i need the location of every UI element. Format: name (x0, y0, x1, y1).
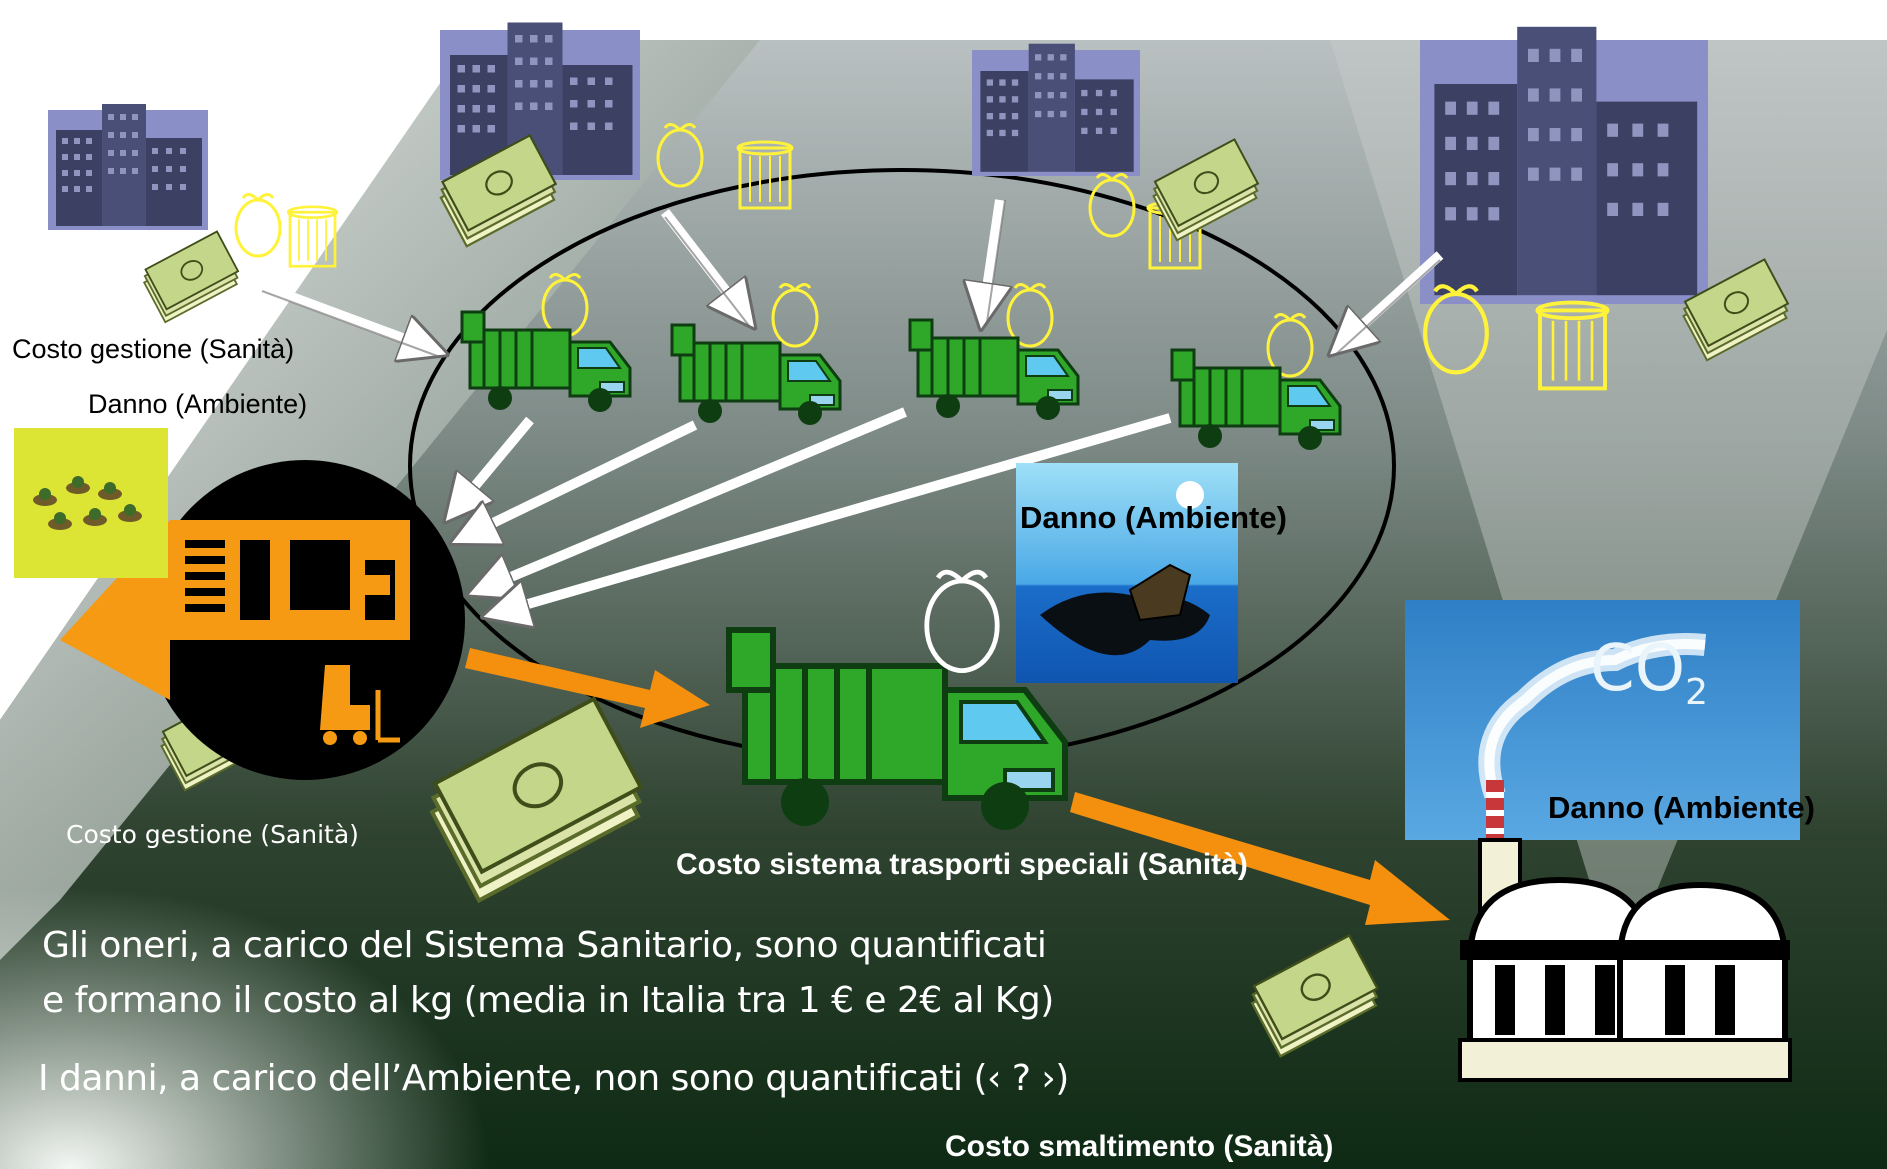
label-danno-ambiente-co2: Danno (Ambiente) (1548, 790, 1815, 825)
label-costo-gestione-top: Costo gestione (Sanità) (12, 334, 295, 364)
hospital-building-icon (1420, 26, 1708, 305)
incinerator-plant-icon (1458, 838, 1792, 1082)
hospital-building-icon (48, 104, 208, 230)
flow-arrows-white (260, 199, 1444, 615)
co2-emission-icon (1405, 600, 1800, 880)
note-line-1: Gli oneri, a carico del Sistema Sanitari… (42, 925, 1047, 966)
hospital-building-icon (972, 43, 1140, 177)
label-costo-trasporti: Costo sistema trasporti speciali (Sanità… (676, 848, 1248, 881)
label-costo-gestione-bottom: Costo gestione (Sanità) (66, 820, 359, 849)
note-line-3: I danni, a carico dell’Ambiente, non son… (38, 1058, 1069, 1099)
oil-spill-icon (1016, 463, 1238, 683)
waste-bag-icon (924, 569, 1000, 674)
collection-facility-icon (60, 460, 465, 780)
label-danno-ambiente-left: Danno (Ambiente) (88, 389, 308, 419)
flow-arrows-orange (465, 648, 1450, 925)
label-danno-ambiente-water: Danno (Ambiente) (1020, 500, 1287, 535)
note-line-2: e formano il costo al kg (media in Itali… (42, 980, 1054, 1021)
co2-label: CO2 (1590, 632, 1708, 713)
label-costo-smaltimento: Costo smaltimento (Sanità) (945, 1130, 1334, 1163)
deforestation-icon (14, 428, 168, 578)
